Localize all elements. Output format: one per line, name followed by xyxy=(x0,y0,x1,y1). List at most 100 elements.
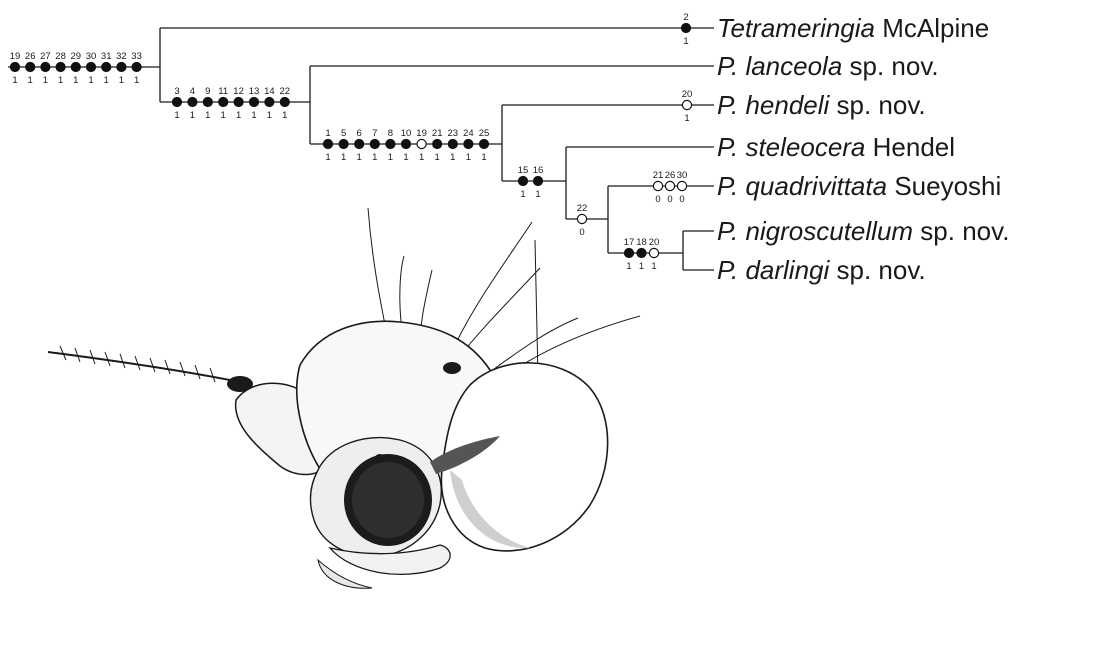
character-state: 1 xyxy=(450,152,455,163)
character-number: 33 xyxy=(131,51,142,62)
character-state: 1 xyxy=(282,110,287,121)
character-state: 1 xyxy=(520,189,525,200)
character-number: 9 xyxy=(205,86,210,97)
character-state: 1 xyxy=(341,152,346,163)
character-state: 1 xyxy=(466,152,471,163)
character-state: 1 xyxy=(651,261,656,272)
character-number: 32 xyxy=(116,51,127,62)
synapomorphy-marker xyxy=(464,139,473,148)
character-number: 2 xyxy=(683,12,688,23)
character-state: 1 xyxy=(43,75,48,86)
character-state: 0 xyxy=(679,194,684,205)
homoplasy-marker xyxy=(682,100,691,109)
character-state: 0 xyxy=(579,227,584,238)
synapomorphy-marker xyxy=(102,62,111,71)
character-state: 1 xyxy=(221,110,226,121)
character-number: 1 xyxy=(325,128,330,139)
character-number: 23 xyxy=(448,128,459,139)
character-number: 10 xyxy=(401,128,412,139)
character-number: 31 xyxy=(101,51,112,62)
character-state: 1 xyxy=(403,152,408,163)
synapomorphy-marker xyxy=(637,248,646,257)
character-number: 26 xyxy=(665,170,676,181)
character-number: 28 xyxy=(55,51,66,62)
homoplasy-marker xyxy=(417,139,426,148)
synapomorphy-marker xyxy=(280,97,289,106)
synapomorphy-marker xyxy=(56,62,65,71)
character-state: 1 xyxy=(639,261,644,272)
taxon-label: Tetrameringia McAlpine xyxy=(717,13,989,43)
character-number: 16 xyxy=(533,165,544,176)
character-state: 1 xyxy=(325,152,330,163)
fly-head-icon xyxy=(48,208,640,588)
synapomorphy-marker xyxy=(26,62,35,71)
character-number: 3 xyxy=(174,86,179,97)
synapomorphy-marker xyxy=(339,139,348,148)
character-number: 17 xyxy=(624,237,635,248)
character-group-hendeli: 201 xyxy=(682,89,693,124)
synapomorphy-marker xyxy=(533,176,542,185)
character-number: 14 xyxy=(264,86,275,97)
synapomorphy-marker xyxy=(323,139,332,148)
homoplasy-marker xyxy=(677,181,686,190)
character-number: 29 xyxy=(71,51,82,62)
character-state: 1 xyxy=(683,36,688,47)
taxon-label: P. lanceola sp. nov. xyxy=(717,51,939,81)
character-state: 1 xyxy=(357,152,362,163)
synapomorphy-marker xyxy=(401,139,410,148)
synapomorphy-marker xyxy=(518,176,527,185)
character-number: 5 xyxy=(341,128,346,139)
character-number: 11 xyxy=(218,86,228,97)
character-state: 1 xyxy=(134,75,139,86)
synapomorphy-marker xyxy=(117,62,126,71)
synapomorphy-marker xyxy=(41,62,50,71)
character-group-clade-d: 22 0 xyxy=(577,203,588,238)
synapomorphy-marker xyxy=(249,97,258,106)
taxon-label: P. quadrivittata Sueyoshi xyxy=(717,171,1001,201)
character-number: 7 xyxy=(372,128,377,139)
character-state: 1 xyxy=(435,152,440,163)
synapomorphy-marker xyxy=(448,139,457,148)
synapomorphy-marker xyxy=(265,97,274,106)
character-number: 4 xyxy=(190,86,195,97)
character-number: 21 xyxy=(432,128,443,139)
character-number: 19 xyxy=(416,128,427,139)
character-number: 24 xyxy=(463,128,474,139)
synapomorphy-marker xyxy=(188,97,197,106)
character-number: 22 xyxy=(577,203,588,214)
character-state: 1 xyxy=(372,152,377,163)
character-state: 1 xyxy=(481,152,486,163)
synapomorphy-marker xyxy=(479,139,488,148)
character-state: 1 xyxy=(684,113,689,124)
character-state: 1 xyxy=(251,110,256,121)
character-number: 27 xyxy=(40,51,51,62)
character-state: 1 xyxy=(236,110,241,121)
homoplasy-marker xyxy=(653,181,662,190)
synapomorphy-marker xyxy=(234,97,243,106)
character-markers: 1912612712812913013113213312131419111112… xyxy=(10,12,693,272)
synapomorphy-marker xyxy=(355,139,364,148)
character-number: 21 xyxy=(653,170,664,181)
character-number: 13 xyxy=(249,86,260,97)
character-group-tetrameringia: 21 xyxy=(681,12,690,47)
taxon-label: P. steleocera Hendel xyxy=(717,132,955,162)
character-state: 1 xyxy=(174,110,179,121)
synapomorphy-marker xyxy=(86,62,95,71)
character-state: 0 xyxy=(655,194,660,205)
synapomorphy-marker xyxy=(219,97,228,106)
synapomorphy-marker xyxy=(433,139,442,148)
synapomorphy-marker xyxy=(132,62,141,71)
taxon-label: P. nigroscutellum sp. nov. xyxy=(717,216,1009,246)
character-number: 12 xyxy=(233,86,244,97)
character-state: 1 xyxy=(419,152,424,163)
homoplasy-marker xyxy=(665,181,674,190)
character-state: 1 xyxy=(104,75,109,86)
character-number: 25 xyxy=(479,128,490,139)
character-number: 6 xyxy=(357,128,362,139)
synapomorphy-marker xyxy=(10,62,19,71)
character-number: 15 xyxy=(518,165,529,176)
tree-branches xyxy=(8,28,714,270)
